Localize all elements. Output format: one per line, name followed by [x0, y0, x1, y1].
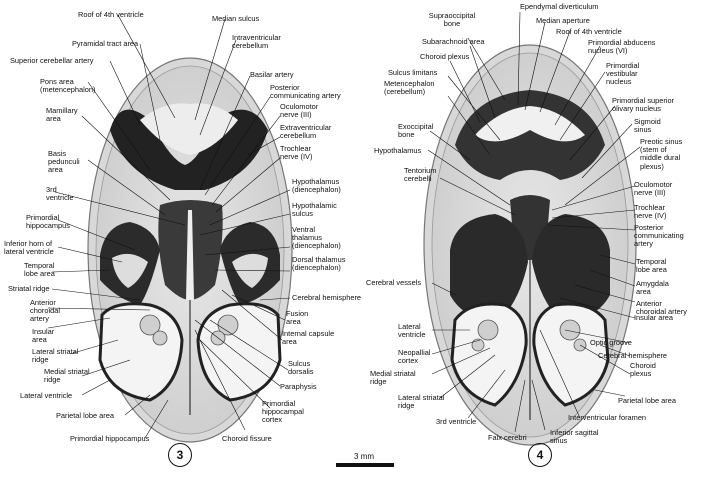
label-sigmoid-sinus: Sigmoid sinus	[634, 117, 661, 135]
label-lateral-ventricle-4: Lateral ventricle	[398, 322, 426, 340]
label-trochlear-nerve: Trochlear nerve (IV)	[280, 144, 313, 162]
label-striatal-ridge: Striatal ridge	[8, 284, 50, 293]
label-amygdala-area: Amygdala area	[636, 279, 669, 297]
label-parietal-lobe-area-4: Parietal lobe area	[618, 396, 676, 405]
label-lateral-striatal-ridge: Lateral striatal ridge	[32, 347, 79, 365]
panel-number-4: 4	[528, 443, 552, 467]
label-primordial-abducens-nucleus: Primordial abducens nucleus (VI)	[588, 38, 656, 56]
label-exoccipital-bone: Exoccipital bone	[398, 122, 434, 140]
label-inferior-sagittal-sinus: Inferior sagittal sinus	[550, 428, 599, 446]
label-primordial-superior-olivary-nucleus: Primordial superior olivary nucleus	[612, 96, 675, 114]
label-extraventricular-cerebellum: Extraventricular cerebellum	[280, 123, 332, 141]
label-oculomotor-nerve: Oculomotor nerve (III)	[280, 102, 319, 120]
label-pyramidal-tract-area: Pyramidal tract area	[72, 39, 139, 48]
label-ventral-thalamus: Ventral thalamus (diencephalon)	[292, 225, 341, 251]
label-falx-cerebri: Falx cerebri	[488, 433, 527, 442]
label-neopallial-cortex: Neopallial cortex	[398, 348, 431, 366]
label-trochlear-nerve-4: Trochlear nerve (IV)	[634, 203, 667, 221]
label-optic-groove: Optic groove	[590, 338, 632, 347]
label-pons-area: Pons area (metencephalon)	[40, 77, 96, 95]
label-sulcus-dorsalis: Sulcus dorsalis	[288, 359, 314, 377]
label-anterior-choroidal-artery: Anterior choroidal artery	[30, 298, 60, 324]
label-median-sulcus: Median sulcus	[212, 14, 260, 23]
label-posterior-communicating-artery-4: Posterior communicating artery	[634, 223, 684, 249]
panel-number-3: 3	[168, 443, 192, 467]
scale-bar	[336, 463, 394, 467]
label-median-aperture: Median aperture	[536, 16, 590, 25]
label-supraoccipital-bone: Supraoccipital bone	[428, 11, 476, 29]
label-interventricular-foramen: Interventricular foramen	[568, 413, 647, 422]
label-medial-striatal-ridge: Medial striatal ridge	[44, 367, 90, 385]
label-fusion-area: Fusion area	[286, 309, 309, 327]
label-oculomotor-nerve-4: Oculomotor nerve (III)	[634, 180, 673, 198]
label-insular-area-4: Insular area	[634, 313, 674, 322]
label-metencephalon: Metencephalon (cerebellum)	[384, 79, 435, 97]
label-temporal-lobe-area-4: Temporal lobe area	[636, 257, 667, 275]
label-primordial-hippocampus: Primordial hippocampus	[26, 213, 70, 231]
label-ependymal-diverticulum: Ependymal diverticulum	[520, 2, 599, 11]
label-sulcus-limitans: Sulcus limitans	[388, 68, 438, 77]
label-posterior-communicating-artery: Posterior communicating artery	[270, 83, 341, 101]
leader-lines-4	[427, 11, 641, 433]
label-cerebral-hemisphere: Cerebral hemisphere	[292, 293, 362, 302]
label-superior-cerebellar-artery: Superior cerebellar artery	[10, 56, 94, 65]
label-primordial-vestibular-nucleus: Primordial vestibular nucleus	[606, 61, 640, 87]
label-choroid-plexus-top: Choroid plexus	[420, 52, 470, 61]
label-inferior-horn: Inferior horn of lateral ventricle	[4, 239, 54, 257]
label-primordial-hippocampus-bottom: Primordial hippocampus	[70, 434, 150, 443]
label-paraphysis: Paraphysis	[280, 382, 317, 391]
section-3-specimen	[87, 57, 293, 443]
label-temporal-lobe-area: Temporal lobe area	[24, 261, 55, 279]
label-primordial-hippocampal-cortex: Primordial hippocampal cortex	[262, 399, 304, 425]
label-basis-pedunculi-area: Basis pedunculi area	[48, 149, 80, 175]
label-subarachnoid-area: Subarachnoid area	[422, 37, 485, 46]
label-choroid-fissure: Choroid fissure	[222, 434, 272, 443]
label-3rd-ventricle: 3rd ventricle	[46, 185, 74, 203]
label-lateral-ventricle: Lateral ventricle	[20, 391, 73, 400]
label-preotic-sinus: Preotic sinus (stem of middle dural plex…	[640, 137, 683, 171]
label-mamillary-area: Mamillary area	[46, 106, 78, 124]
label-choroid-plexus-4: Choroid plexus	[630, 361, 656, 379]
label-cerebral-vessels: Cerebral vessels	[366, 278, 422, 287]
label-cerebral-hemisphere-4: Cerebral hemisphere	[598, 351, 668, 360]
label-intraventricular-cerebellum: Intraventricular cerebellum	[232, 33, 281, 51]
label-anterior-choroidal-artery-4: Anterior choroidal artery	[636, 299, 687, 317]
label-internal-capsule-area: Internal capsule area	[282, 329, 335, 347]
label-parietal-lobe-area: Parietal lobe area	[56, 411, 114, 420]
scale-bar-label: 3 mm	[354, 452, 374, 461]
label-lateral-striatal-ridge-4: Lateral striatal ridge	[398, 393, 445, 411]
label-hypothalamus: Hypothalamus (diencephalon)	[292, 177, 341, 195]
label-dorsal-thalamus: Dorsal thalamus (diencephalon)	[292, 255, 346, 273]
label-insular-area: Insular area	[32, 327, 55, 345]
label-roof-4th-ventricle-4: Roof of 4th ventricle	[556, 27, 622, 36]
label-hypothalamic-sulcus: Hypothalamic sulcus	[292, 201, 337, 219]
label-3rd-ventricle-4: 3rd ventricle	[436, 417, 477, 426]
label-medial-striatal-ridge-4: Medial striatal ridge	[370, 369, 416, 387]
label-tentorium-cerebelli: Tentorium cerebelli	[404, 166, 437, 184]
label-roof-4th-ventricle: Roof of 4th ventricle	[78, 10, 144, 19]
leader-lines-3	[47, 14, 291, 439]
label-hypothalamus-4: Hypothalamus	[374, 146, 422, 155]
label-basilar-artery: Basilar artery	[250, 70, 294, 79]
section-4-specimen	[423, 44, 637, 446]
